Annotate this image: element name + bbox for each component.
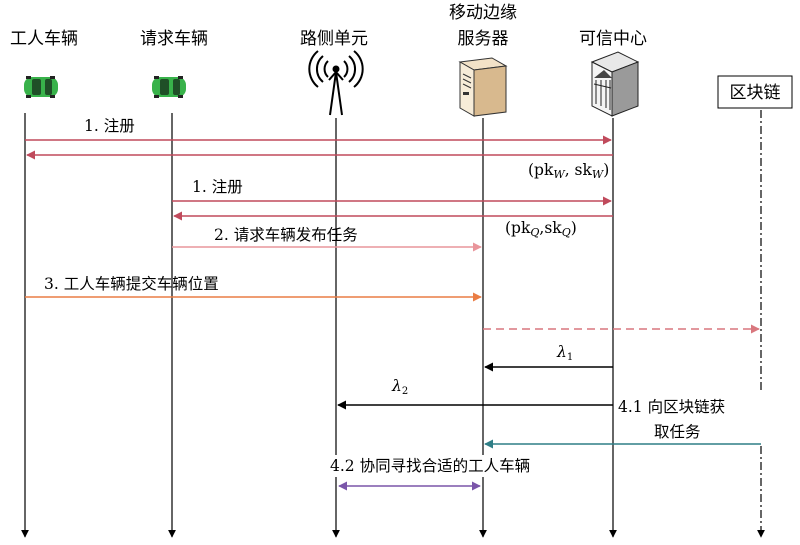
ta-building-icon [590, 51, 640, 117]
msg-fetch-task-label-line2: 取任务 [654, 423, 701, 441]
msg-submit-location-label: 3. 工人车辆提交车辆位置 [44, 275, 219, 293]
msg-lambda2-label: λ2 [391, 377, 408, 397]
participant-rsu-label: 路侧单元 [300, 29, 368, 49]
requester-car-icon [152, 76, 186, 98]
msg-requester-keys-label: (pkQ,skQ) [505, 219, 577, 239]
participant-ta-label: 可信中心 [579, 29, 647, 49]
rsu-antenna-icon [308, 50, 364, 116]
blockchain-box [717, 75, 793, 109]
participant-worker-label: 工人车辆 [10, 29, 78, 49]
participant-blockchain-label: 区块链 [730, 83, 781, 103]
participant-mec-label-line2: 服务器 [458, 29, 509, 49]
msg-register-requester-label: 1. 注册 [192, 178, 243, 196]
msg-worker-keys-label: (pkW, skW) [528, 161, 609, 181]
msg-register-worker-label: 1. 注册 [84, 117, 135, 135]
msg-coop-label-bg [328, 455, 586, 477]
msg-publish-task-label: 2. 请求车辆发布任务 [214, 226, 358, 244]
msg-fetch-task-label-line1: 4.1 向区块链获 [618, 398, 725, 416]
worker-car-icon [24, 76, 58, 98]
participant-requester-label: 请求车辆 [140, 29, 208, 49]
mec-server-icon [458, 57, 508, 117]
participant-mec-label-line1: 移动边缘 [449, 3, 517, 23]
msg-lambda1-label: λ1 [556, 343, 573, 363]
msg-coop-label: 4.2 协同寻找合适的工人车辆 [330, 457, 530, 475]
msg-fetch-task-label-bg [615, 392, 765, 444]
